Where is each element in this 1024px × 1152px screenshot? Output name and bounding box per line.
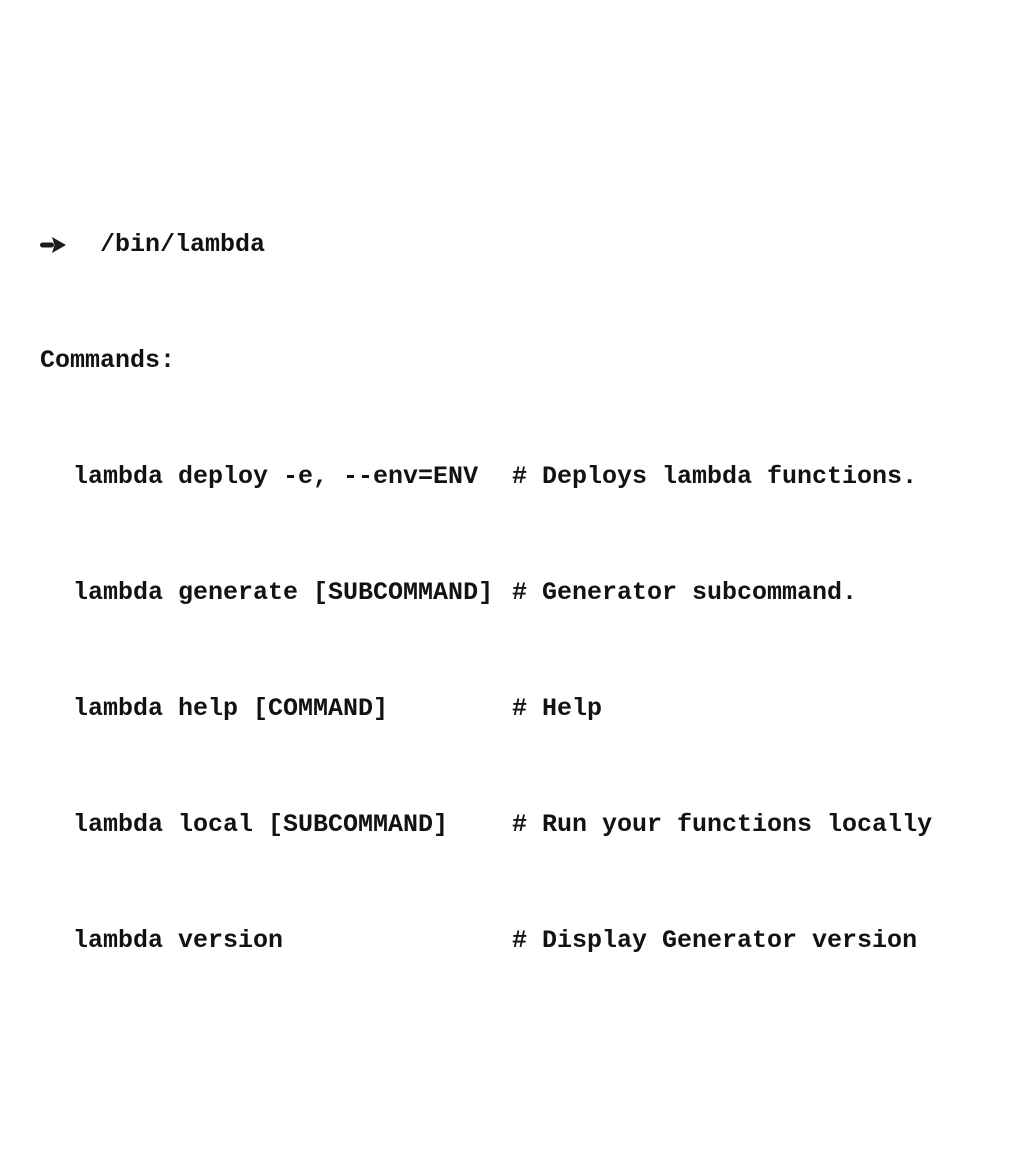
prompt-path: /bin/lambda — [100, 230, 266, 259]
command-row-local: lambda local [SUBCOMMAND] # Run your fun… — [40, 810, 984, 839]
terminal-output: /bin/lambda Commands: lambda deploy -e, … — [40, 143, 984, 1152]
command-text: lambda version — [73, 926, 284, 955]
command-comment: # Run your functions locally — [512, 810, 933, 839]
command-comment: # Display Generator version — [512, 926, 918, 955]
prompt-line: /bin/lambda — [40, 230, 984, 259]
command-comment: # Generator subcommand. — [512, 578, 858, 607]
arrow-right-icon — [40, 236, 66, 253]
command-row-deploy: lambda deploy -e, --env=ENV # Deploys la… — [40, 462, 984, 491]
command-text: lambda help [COMMAND] — [73, 694, 389, 723]
command-row-generate: lambda generate [SUBCOMMAND] # Generator… — [40, 578, 984, 607]
command-text: lambda generate [SUBCOMMAND] — [73, 578, 494, 607]
command-text: lambda deploy -e, --env=ENV — [73, 462, 479, 491]
command-row-help: lambda help [COMMAND] # Help — [40, 694, 984, 723]
command-text: lambda local [SUBCOMMAND] — [73, 810, 449, 839]
command-row-version: lambda version # Display Generator versi… — [40, 926, 984, 955]
command-comment: # Help — [512, 694, 603, 723]
blank-line — [40, 1042, 984, 1071]
commands-heading: Commands: — [40, 346, 176, 375]
command-comment: # Deploys lambda functions. — [512, 462, 918, 491]
